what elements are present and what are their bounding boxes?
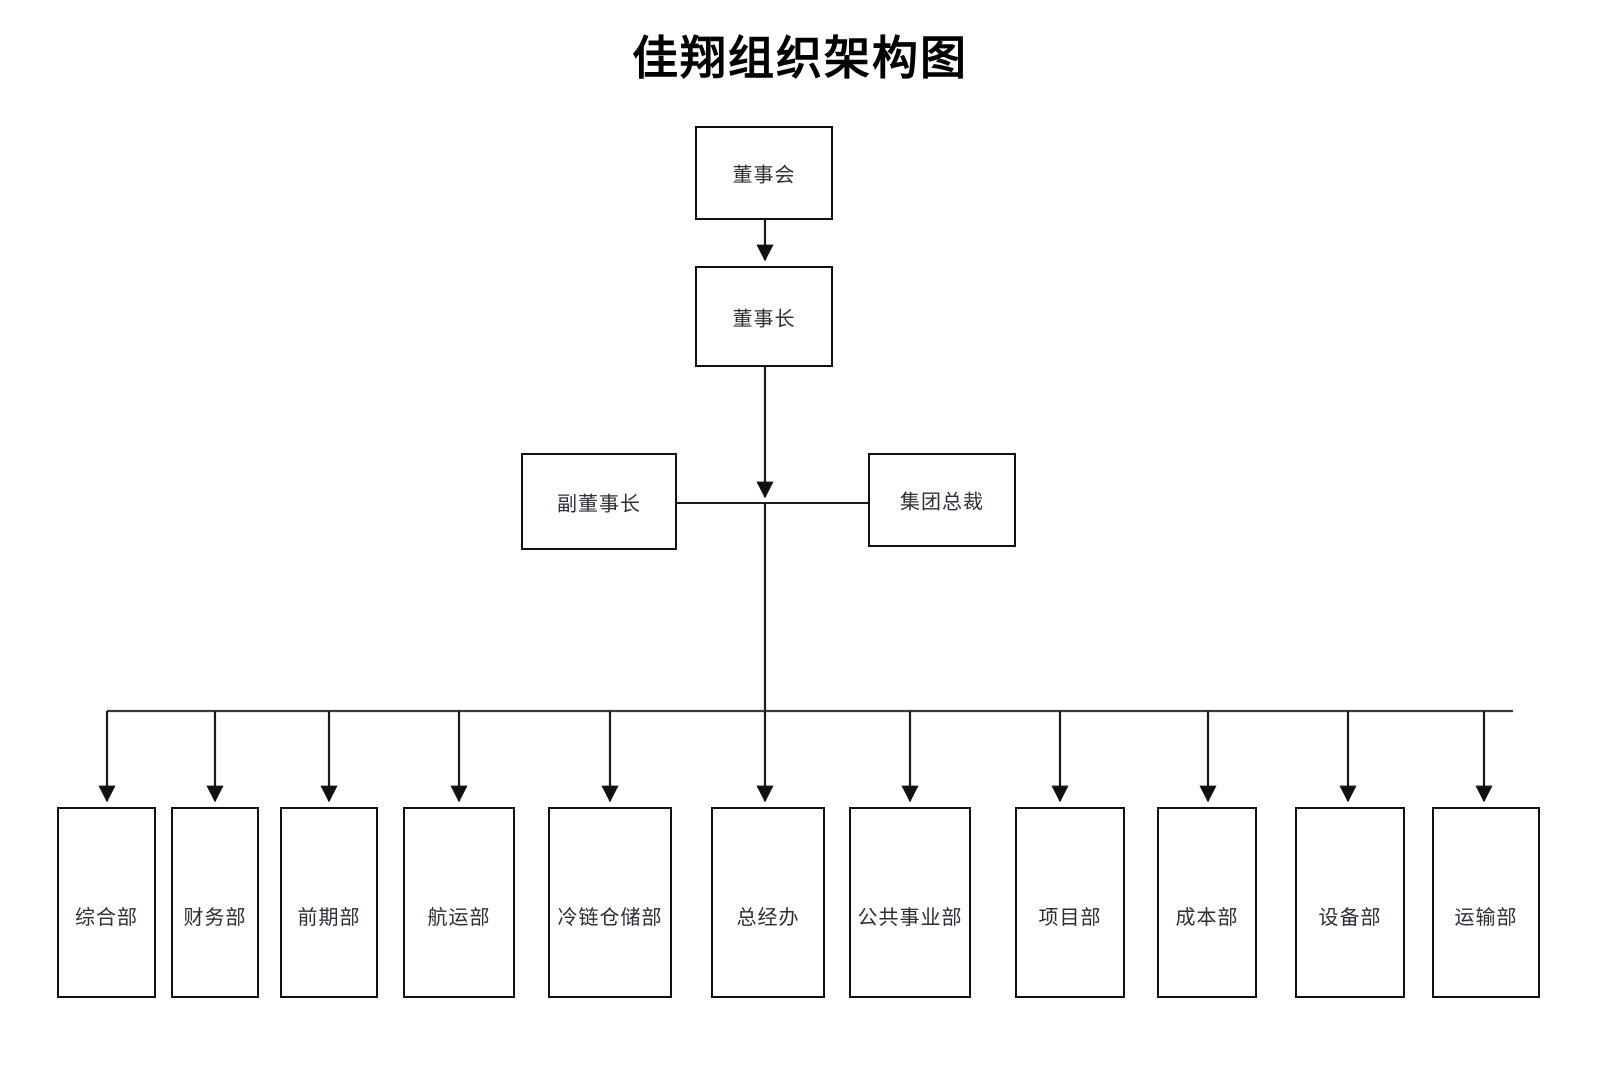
node-dept-project[interactable]: 项目部 [1015,807,1125,998]
node-dept-equipment[interactable]: 设备部 [1295,807,1405,998]
node-dept-preliminary-label: 前期部 [297,907,361,929]
node-dept-cost[interactable]: 成本部 [1157,807,1257,998]
page-title: 佳翔组织架构图 [632,33,968,84]
node-chairman-label: 董事长 [732,308,796,330]
node-vice-chairman[interactable]: 副董事长 [521,453,677,550]
node-board-label: 董事会 [732,164,796,187]
node-group-president-label: 集团总裁 [900,491,984,514]
node-dept-project-label: 项目部 [1038,907,1102,929]
node-dept-general-manager-office[interactable]: 总经办 [711,807,825,998]
node-dept-finance[interactable]: 财务部 [171,807,259,998]
node-dept-general-affairs[interactable]: 综合部 [57,807,156,998]
node-dept-cost-label: 成本部 [1175,907,1239,929]
node-dept-transportation[interactable]: 运输部 [1432,807,1540,998]
node-dept-equipment-label: 设备部 [1318,907,1382,929]
node-dept-shipping[interactable]: 航运部 [403,807,515,998]
node-dept-cold-chain-warehouse-label: 冷链仓储部 [557,907,663,929]
node-dept-public-utilities[interactable]: 公共事业部 [849,807,971,998]
node-dept-shipping-label: 航运部 [427,907,491,929]
node-vice-chairman-label: 副董事长 [557,493,641,515]
node-dept-transportation-label: 运输部 [1454,907,1518,929]
node-dept-preliminary[interactable]: 前期部 [280,807,378,998]
node-dept-general-manager-office-label: 总经办 [736,907,800,929]
node-board[interactable]: 董事会 [695,126,833,220]
node-group-president[interactable]: 集团总裁 [868,453,1016,547]
node-chairman[interactable]: 董事长 [695,266,833,367]
node-dept-general-affairs-label: 综合部 [75,907,138,929]
node-dept-public-utilities-label: 公共事业部 [857,907,963,929]
node-dept-cold-chain-warehouse[interactable]: 冷链仓储部 [548,807,672,998]
node-dept-finance-label: 财务部 [183,907,247,929]
